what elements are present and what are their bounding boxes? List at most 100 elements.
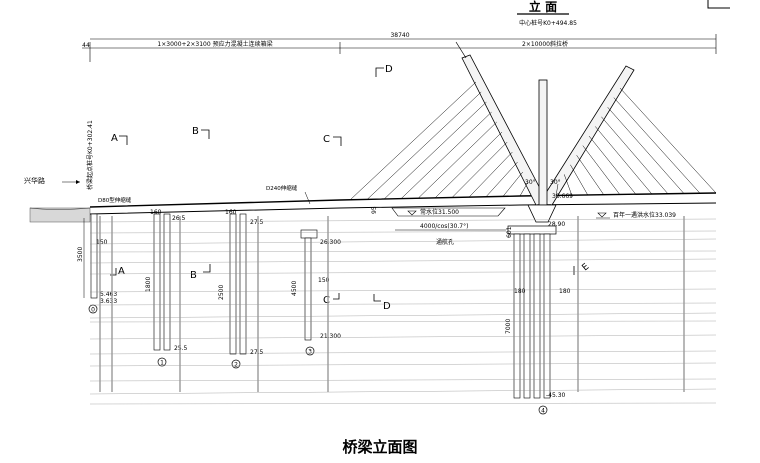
stratum-line: [89, 302, 717, 306]
joint-d80-label: D80型伸缩缝: [98, 196, 132, 204]
normal-water-symbol: [407, 210, 417, 216]
pier-4-pile-b: [523, 233, 531, 399]
section-bracket-b-bottom: [203, 264, 211, 273]
stay-cable-right: [588, 135, 637, 195]
stay-cable-right: [601, 116, 669, 195]
frame-corner: [707, 0, 730, 9]
pier-0-sub-elev: 3.633: [100, 298, 117, 305]
stay-cable-left: [451, 141, 508, 198]
stay-cable-right: [619, 87, 717, 194]
pier-4-height: 7000: [505, 319, 512, 334]
stay-cable-right: [595, 126, 653, 195]
pylon: 30° 30° 36.669: [455, 41, 635, 223]
pier-2-tag: [231, 359, 241, 369]
center-pile-label: 中心桩号K0+494.85: [519, 19, 577, 27]
stay-cable-left: [349, 81, 477, 201]
section-mark-b-bottom: B: [190, 270, 197, 281]
stratum-line: [89, 320, 717, 323]
stratum-line: [89, 258, 717, 264]
section-mark-e: E: [581, 262, 592, 274]
pier-2: 160 27.5 2500 27.5 2: [218, 209, 264, 369]
pier-3-tag: [305, 346, 315, 356]
angle-right-label: 30°: [550, 179, 561, 186]
pier-4-tag: [538, 405, 548, 415]
road-arrow-icon: [76, 180, 80, 184]
pylon-left-arm: [461, 54, 545, 206]
section-bracket-d-top: [375, 67, 384, 77]
pier-0: 3500 150 5.463 3.633 0: [77, 213, 117, 314]
pier-2-label: 2: [234, 362, 238, 369]
pier-1-shaft-b: [163, 213, 171, 351]
pier-2-bottom-elev: 27.5: [250, 349, 264, 356]
pier-0-shaft: [90, 213, 98, 299]
pylon-base: [527, 204, 557, 223]
section-mark-a-top: A: [111, 133, 118, 144]
stay-cable-right: [582, 145, 621, 195]
joint-d240-label: D240伸缩缝: [266, 184, 298, 192]
stratum-line: [89, 238, 717, 245]
approach-slab: [29, 207, 91, 223]
pier-3: 26.300 150 4500 21.300 3: [291, 229, 341, 356]
pylon-mast: [538, 79, 548, 206]
pier-4-cap: [507, 225, 557, 235]
flood-water-label: 百年一遇洪水位33.039: [613, 211, 676, 219]
pier-2-shaft-b: [239, 213, 247, 355]
pier-1-shaft-a: [153, 213, 161, 351]
angle-left-label: 30°: [525, 179, 536, 186]
stay-cable-left: [485, 161, 518, 197]
road-name-label: 兴华路: [24, 176, 45, 185]
section-mark-c-bottom: C: [323, 295, 330, 306]
stay-cable-right: [613, 97, 701, 194]
stay-cable-left: [502, 171, 523, 197]
pier-3-cap: [300, 229, 318, 239]
stratum-line: [89, 270, 717, 275]
pier-4-width: 180: [514, 288, 526, 295]
flood-water-symbol: [597, 212, 607, 218]
section-bracket-c-bottom: [333, 293, 340, 300]
pier-3-label: 3: [308, 349, 312, 356]
stay-cable-left: [400, 111, 492, 199]
approach-slab-edge: [29, 207, 91, 210]
pier-3-height: 4500: [291, 281, 298, 296]
stratum-line: [89, 378, 717, 382]
left-span-label: 1×3000+2×3100 预应力混凝土连续箱梁: [157, 40, 272, 48]
stratum-line: [89, 362, 717, 367]
pier-2-shaft-a: [229, 213, 237, 355]
geological-strata: [89, 216, 717, 405]
stay-cable-right: [576, 155, 605, 196]
pier-0-width: 150: [96, 239, 108, 246]
stay-cable-left: [519, 181, 529, 197]
stay-cable-left: [468, 151, 513, 198]
pier-0-bottom-elev: 5.463: [100, 291, 117, 298]
pier-1-tag: [157, 357, 167, 367]
tower-elev-label: 36.669: [552, 193, 573, 200]
pier-3-top-elev: 26.300: [320, 239, 341, 246]
stratum-line: [89, 334, 717, 340]
section-mark-d-bottom: D: [383, 301, 391, 312]
pier-2-top-elev: 27.5: [250, 219, 264, 226]
pier-4-bottom-elev: -45.30: [546, 392, 566, 399]
pier-1: 160 26.5 1800 25.5 1: [145, 209, 188, 367]
pier-4-tag-height: 601: [506, 226, 513, 238]
joint-d240-leader: [304, 191, 311, 205]
pier-2-width: 160: [225, 209, 237, 216]
stratum-line: [89, 288, 717, 293]
pier-1-bottom-elev: 25.5: [174, 345, 188, 352]
overall-length-label: 38740: [390, 32, 409, 39]
stratum-line: [89, 350, 717, 355]
pier-3-bottom-elev: 21.300: [320, 333, 341, 340]
pier-1-width: 160: [150, 209, 162, 216]
pier-3-width: 150: [318, 277, 330, 284]
stay-cable-left: [383, 101, 487, 200]
pier-0-height: 3500: [77, 247, 84, 262]
stay-cable-left: [417, 121, 497, 199]
section-mark-a-bottom: A: [118, 266, 125, 277]
stay-cable-left: [366, 91, 482, 200]
stratum-line: [89, 388, 717, 395]
stratum-line: [89, 250, 717, 253]
view-title: 立 面: [529, 0, 557, 14]
pier-1-height: 1800: [145, 277, 152, 292]
navigation-clearance-label: 4000/cos(30.7°): [420, 223, 468, 230]
